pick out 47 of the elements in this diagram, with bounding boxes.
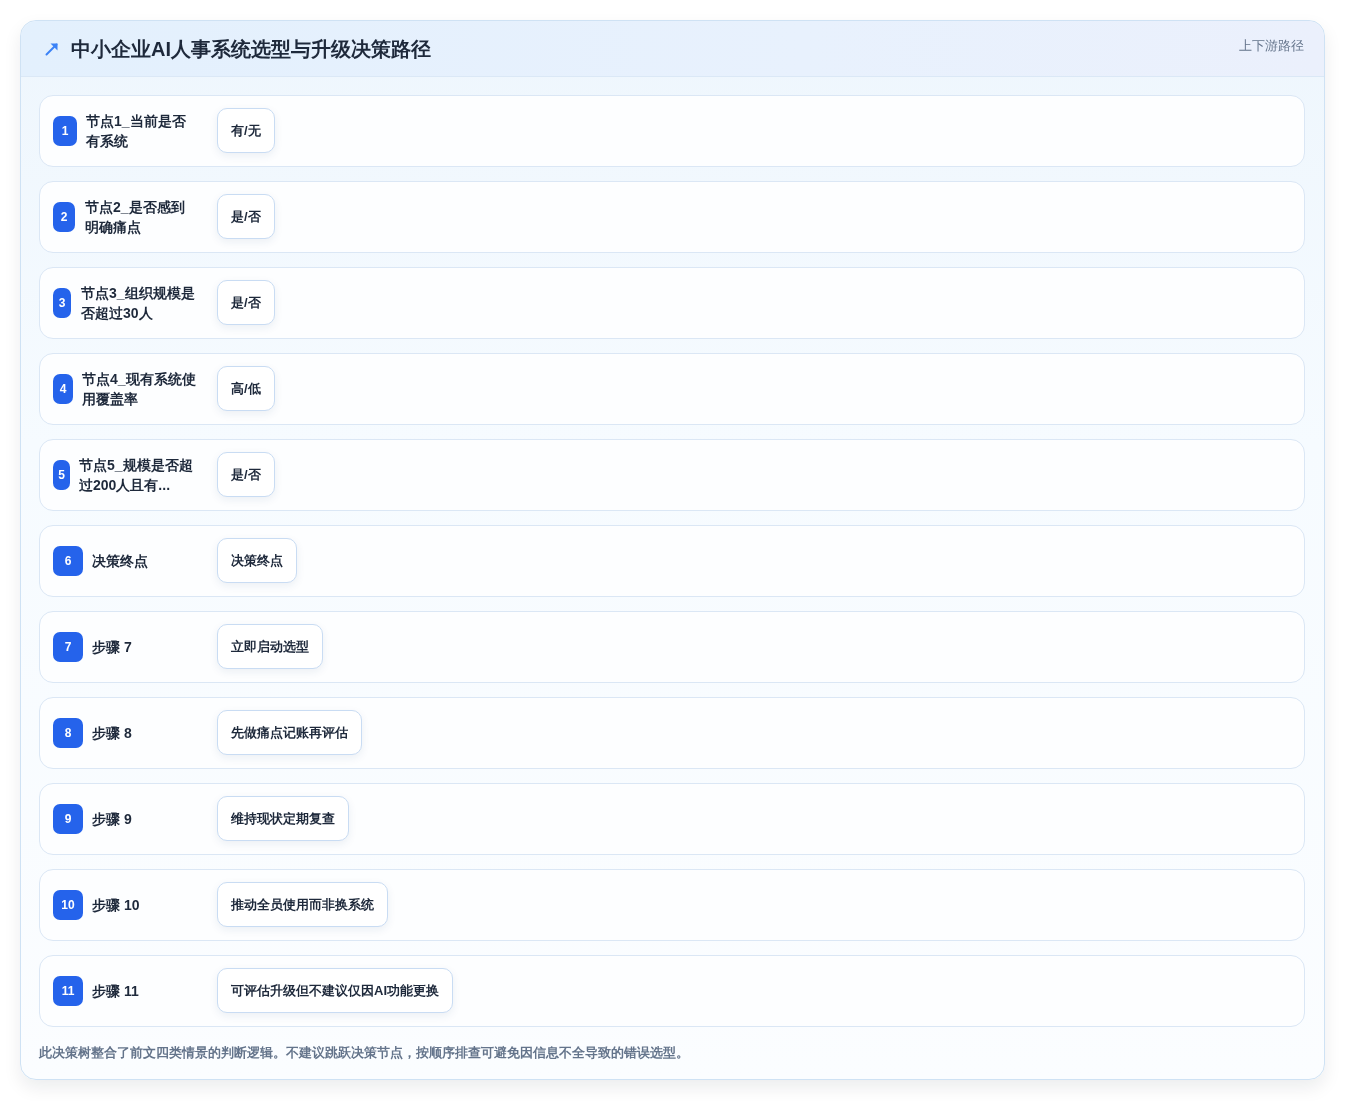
option-tag: 是/否 xyxy=(217,452,275,497)
row-title: 步骤 7 xyxy=(92,638,133,657)
row-title: 节点3_组织规模是否超过30人 xyxy=(81,284,196,323)
row-title: 步骤 9 xyxy=(92,810,133,829)
number-badge: 6 xyxy=(53,546,83,576)
row-card xyxy=(39,955,1305,1027)
row-card xyxy=(39,181,1305,253)
row-card xyxy=(39,525,1305,597)
row-title: 决策终点 xyxy=(92,552,149,571)
option-tag: 可评估升级但不建议仅因AI功能更换 xyxy=(217,968,453,1013)
number-badge: 1 xyxy=(53,116,77,146)
option-tag: 高/低 xyxy=(217,366,275,411)
header-note: 上下游路径 xyxy=(1239,37,1304,54)
option-tag: 是/否 xyxy=(217,194,275,239)
row-card xyxy=(39,267,1305,339)
option-tag: 是/否 xyxy=(217,280,275,325)
row-card xyxy=(39,439,1305,511)
row-title: 节点2_是否感到明确痛点 xyxy=(85,198,186,237)
number-badge: 10 xyxy=(53,890,83,920)
number-badge: 11 xyxy=(53,976,83,1006)
number-badge: 3 xyxy=(53,288,71,318)
row-card xyxy=(39,611,1305,683)
row-title: 步骤 8 xyxy=(92,724,133,743)
number-badge: 8 xyxy=(53,718,83,748)
number-badge: 5 xyxy=(53,460,70,490)
row-card xyxy=(39,783,1305,855)
option-tag: 立即启动选型 xyxy=(217,624,323,669)
number-badge: 2 xyxy=(53,202,75,232)
number-badge: 7 xyxy=(53,632,83,662)
caption-note: 此决策树整合了前文四类情景的判断逻辑。不建议跳跃决策节点，按顺序排查可避免因信息不全导致的错误选型。 xyxy=(39,1045,689,1061)
number-badge: 4 xyxy=(53,374,73,404)
diagram-title: 中小企业AI人事系统选型与升级决策路径 xyxy=(71,37,431,62)
row-title: 节点4_现有系统使用覆盖率 xyxy=(82,370,197,409)
number-badge: 9 xyxy=(53,804,83,834)
row-title: 节点5_规模是否超过200人且有... xyxy=(79,456,194,495)
row-card xyxy=(39,95,1305,167)
row-title: 节点1_当前是否有系统 xyxy=(86,112,187,151)
row-card xyxy=(39,869,1305,941)
option-tag: 维持现状定期复查 xyxy=(217,796,349,841)
row-title: 步骤 10 xyxy=(92,896,141,915)
row-title: 步骤 11 xyxy=(92,982,140,1001)
option-tag: 决策终点 xyxy=(217,538,297,583)
row-card xyxy=(39,697,1305,769)
row-card xyxy=(39,353,1305,425)
option-tag: 先做痛点记账再评估 xyxy=(217,710,362,755)
option-tag: 有/无 xyxy=(217,108,275,153)
option-tag: 推动全员使用而非换系统 xyxy=(217,882,388,927)
